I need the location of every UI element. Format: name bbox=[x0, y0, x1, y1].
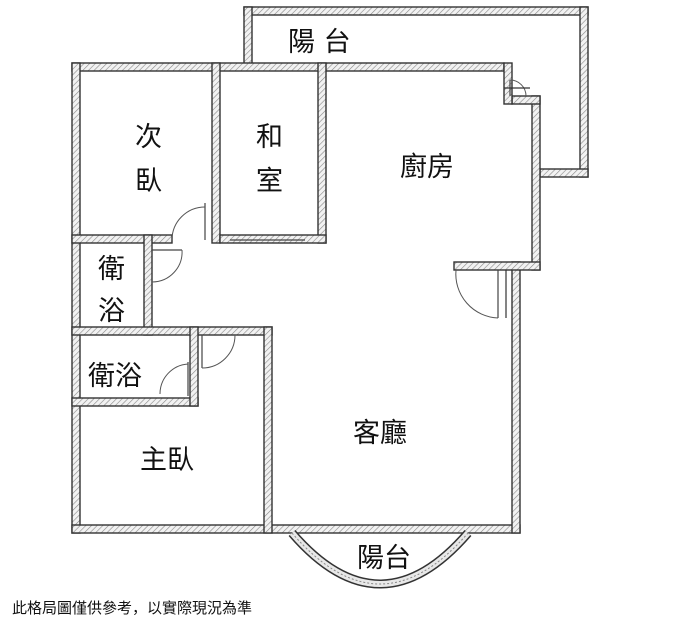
label-balcony-top: 陽 台 bbox=[288, 27, 351, 58]
wall-master-bedroom-right bbox=[263, 326, 273, 534]
wall-right-living bbox=[511, 261, 521, 534]
wall-bath-master-bottom bbox=[71, 397, 199, 407]
label-japanese-room-1: 和 bbox=[256, 122, 283, 153]
wall-bath-small-bottom bbox=[71, 326, 273, 336]
wall-kitchen-step-vertical bbox=[503, 62, 513, 105]
wall-top bbox=[71, 62, 505, 72]
label-master-bedroom: 主臥 bbox=[140, 445, 194, 476]
door-second-bedroom bbox=[171, 203, 206, 243]
wall-balcony-top-left bbox=[243, 6, 253, 66]
label-bathroom-small-2: 浴 bbox=[98, 296, 125, 327]
wall-bath-small-right bbox=[143, 234, 153, 336]
label-kitchen: 廚房 bbox=[400, 152, 454, 183]
wall-kitchen-step bbox=[511, 95, 541, 105]
label-japanese-room-2: 室 bbox=[256, 166, 283, 197]
label-second-bedroom-1: 次 bbox=[135, 122, 162, 153]
label-bathroom-small-1: 衛 bbox=[98, 254, 125, 285]
wall-bedroom-japanese bbox=[211, 62, 221, 244]
wall-kitchen-right-upper bbox=[531, 95, 541, 271]
label-balcony-bottom: 陽台 bbox=[357, 543, 411, 574]
wall-balcony-top-bottom-right bbox=[539, 168, 589, 178]
label-second-bedroom-2: 臥 bbox=[135, 166, 162, 197]
disclaimer-caption: 此格局圖僅供參考，以實際現況為準 bbox=[12, 599, 253, 617]
door-kitchen-right bbox=[455, 269, 507, 319]
wall-balcony-top-upper bbox=[243, 6, 589, 16]
wall-japanese-bottom bbox=[219, 234, 327, 244]
wall-kitchen-bottom-stub bbox=[453, 261, 541, 271]
balcony-bottom-curve bbox=[288, 530, 472, 589]
door-master-bedroom bbox=[201, 334, 236, 369]
door-bath-small bbox=[151, 249, 183, 283]
wall-bath-master-right bbox=[189, 326, 199, 407]
wall-japanese-kitchen bbox=[317, 62, 327, 244]
wall-balcony-top-right bbox=[579, 6, 589, 178]
door-bath-master bbox=[159, 362, 189, 396]
door-balcony-top bbox=[504, 79, 530, 97]
wall-left bbox=[71, 62, 81, 534]
label-bathroom-master: 衛浴 bbox=[88, 361, 142, 392]
wall-bedroom-bottom bbox=[71, 234, 173, 244]
label-living-room: 客廳 bbox=[353, 418, 407, 449]
